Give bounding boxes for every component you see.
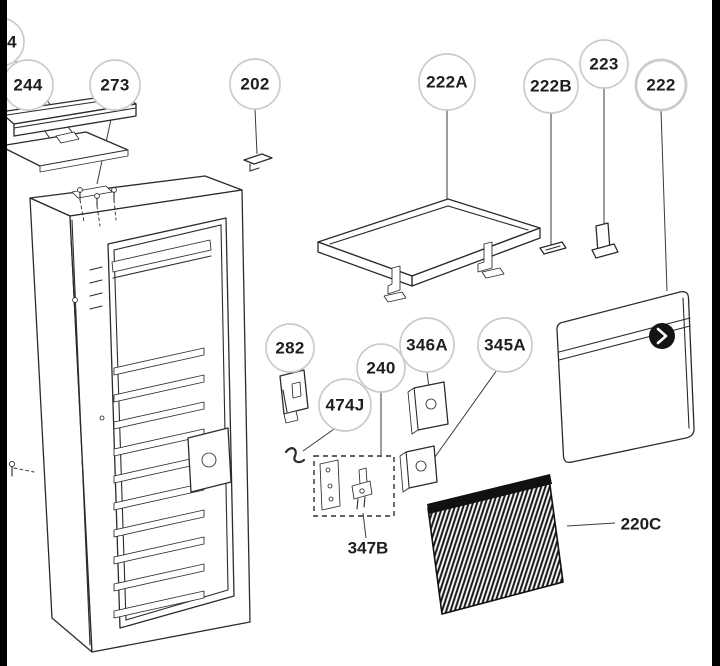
part-label-220C[interactable]: 220C xyxy=(621,515,662,534)
svg-text:282: 282 xyxy=(275,339,304,358)
svg-text:240: 240 xyxy=(366,359,395,378)
part-label-202[interactable]: 202 xyxy=(229,58,281,110)
part-label-244[interactable]: 244 xyxy=(2,59,54,111)
svg-text:346A: 346A xyxy=(406,336,448,355)
cover-panel-drawing xyxy=(317,198,541,303)
grille-drawing xyxy=(427,474,564,616)
bracket-202-drawing xyxy=(243,153,273,172)
part-label-282[interactable]: 282 xyxy=(265,323,315,373)
bracket-222B-drawing xyxy=(539,241,567,255)
bracket-346A-drawing xyxy=(407,381,449,435)
part-label-222A[interactable]: 222A xyxy=(418,53,476,111)
svg-text:474J: 474J xyxy=(325,396,364,415)
svg-text:4: 4 xyxy=(7,33,17,52)
right-edge-bar xyxy=(712,0,720,666)
vent-slats-drawing xyxy=(113,347,205,619)
svg-text:273: 273 xyxy=(100,76,129,95)
part-label-345A[interactable]: 345A xyxy=(477,317,533,373)
svg-text:222A: 222A xyxy=(426,73,468,92)
part-label-347B[interactable]: 347B xyxy=(348,539,389,558)
svg-text:202: 202 xyxy=(240,75,269,94)
burner-group-drawing xyxy=(313,455,395,517)
part-label-222B[interactable]: 222B xyxy=(523,58,579,114)
left-edge-bar xyxy=(0,0,7,666)
svg-text:223: 223 xyxy=(589,55,618,74)
wire-474J-drawing xyxy=(284,447,306,464)
chevron-right-icon xyxy=(656,327,668,345)
svg-text:222B: 222B xyxy=(530,77,572,96)
part-label-223[interactable]: 223 xyxy=(579,39,629,89)
svg-text:222: 222 xyxy=(646,76,675,95)
svg-text:244: 244 xyxy=(13,76,43,95)
part-label-240[interactable]: 240 xyxy=(356,343,406,393)
door-next-button[interactable] xyxy=(649,323,675,349)
part-label-222-selected[interactable]: 222 xyxy=(634,58,688,112)
bracket-282-drawing xyxy=(279,369,309,424)
part-label-273[interactable]: 273 xyxy=(89,59,141,111)
part-label-474J[interactable]: 474J xyxy=(318,378,372,432)
screws-drawing xyxy=(8,187,117,477)
door-panel-drawing xyxy=(556,290,695,464)
svg-text:345A: 345A xyxy=(484,336,526,355)
part-label-346A[interactable]: 346A xyxy=(399,317,455,373)
bracket-223-drawing xyxy=(591,222,619,259)
bracket-345A-drawing xyxy=(399,445,438,493)
cabinet-drawing xyxy=(8,175,251,653)
